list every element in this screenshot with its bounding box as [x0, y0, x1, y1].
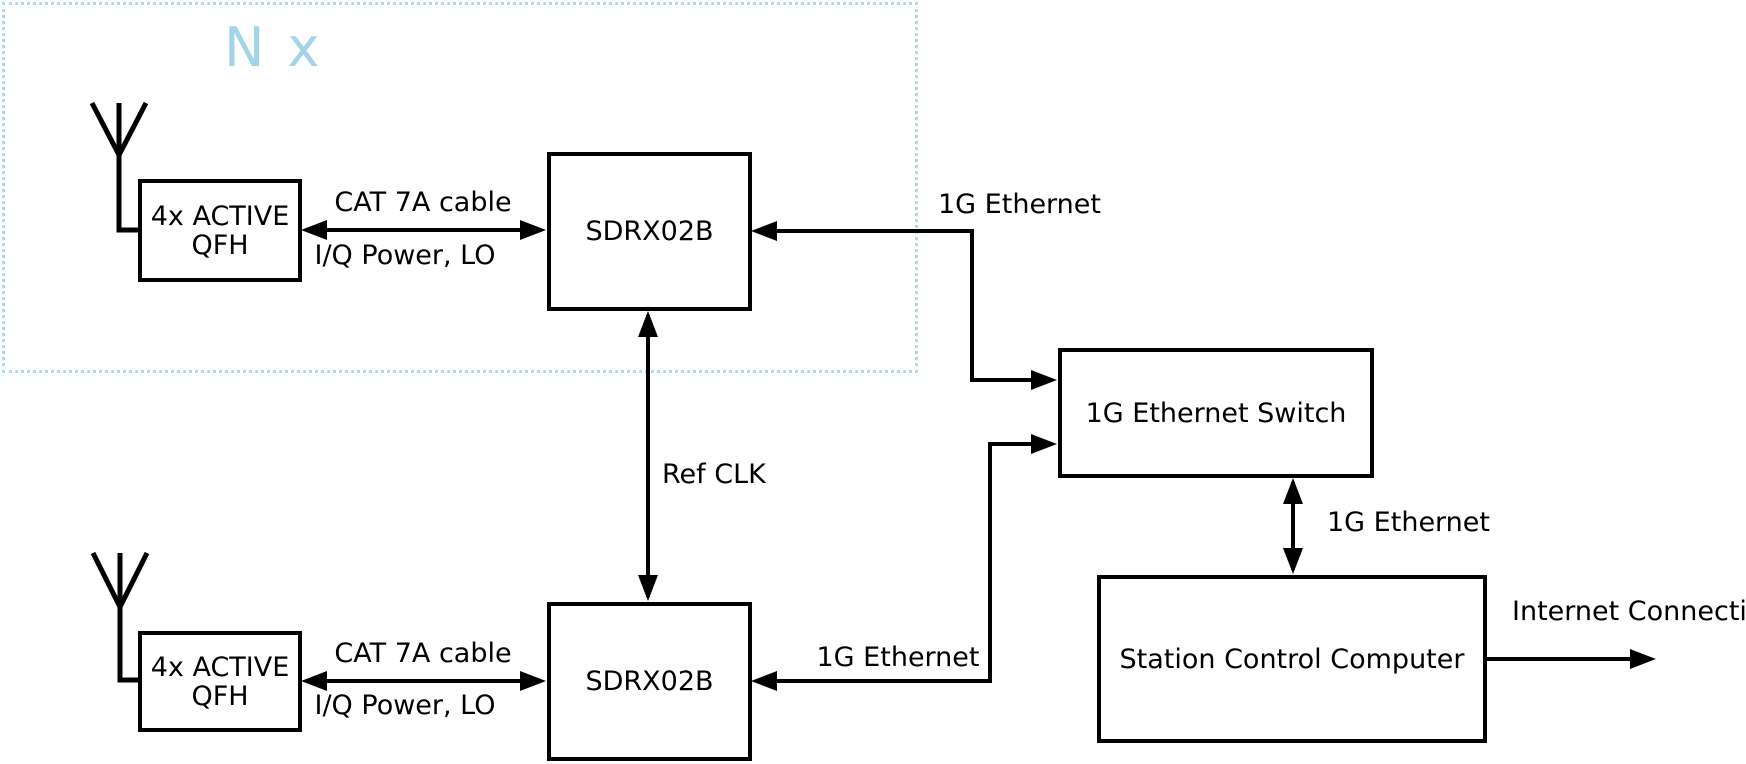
node-label: QFH	[191, 680, 249, 712]
arrowhead-right	[1031, 434, 1057, 454]
arrowhead-right	[1630, 649, 1656, 669]
replication-group-box	[2, 2, 918, 373]
arrowhead-right	[520, 671, 546, 691]
node-label: SDRX02B	[585, 216, 714, 247]
node-label: Station Control Computer	[1119, 643, 1465, 675]
node-sdrx02b-top: SDRX02B	[547, 152, 752, 311]
edge-label-cat7a-bottom: CAT 7A cable	[334, 638, 512, 669]
edge-label-ethernet-bottom: 1G Ethernet	[816, 642, 980, 673]
edge-label-ethernet-switch-station: 1G Ethernet	[1327, 507, 1490, 538]
group-multiplier-label: N x	[224, 16, 323, 79]
node-label: SDRX02B	[585, 666, 714, 697]
node-label: 4x ACTIVE	[150, 651, 290, 683]
edge-label-iq-power-top: I/Q Power, LO	[314, 240, 496, 271]
edge-label-cat7a-top: CAT 7A cable	[334, 187, 512, 218]
edge-label-ref-clk: Ref CLK	[662, 459, 766, 490]
arrowhead-up	[1283, 478, 1303, 504]
edge-label-iq-power-bottom: I/Q Power, LO	[314, 690, 496, 721]
node-qfh-antenna-top: 4x ACTIVE QFH	[138, 179, 302, 282]
node-station-control-computer: Station Control Computer	[1097, 575, 1487, 743]
arrowhead-down	[1283, 548, 1303, 574]
node-ethernet-switch: 1G Ethernet Switch	[1058, 348, 1374, 478]
edge-label-ethernet-top: 1G Ethernet	[938, 189, 1101, 220]
node-label: 4x ACTIVE	[150, 200, 290, 232]
node-sdrx02b-bottom: SDRX02B	[547, 602, 752, 761]
arrowhead-left	[301, 671, 327, 691]
node-label: QFH	[191, 229, 249, 261]
arrowhead-right	[1031, 370, 1057, 390]
arrowhead-down	[638, 575, 658, 601]
node-label: 1G Ethernet Switch	[1085, 397, 1347, 429]
edge-label-internet-connection: Internet Connection	[1512, 596, 1746, 627]
arrowhead-left	[751, 671, 777, 691]
node-qfh-antenna-bottom: 4x ACTIVE QFH	[138, 631, 302, 732]
